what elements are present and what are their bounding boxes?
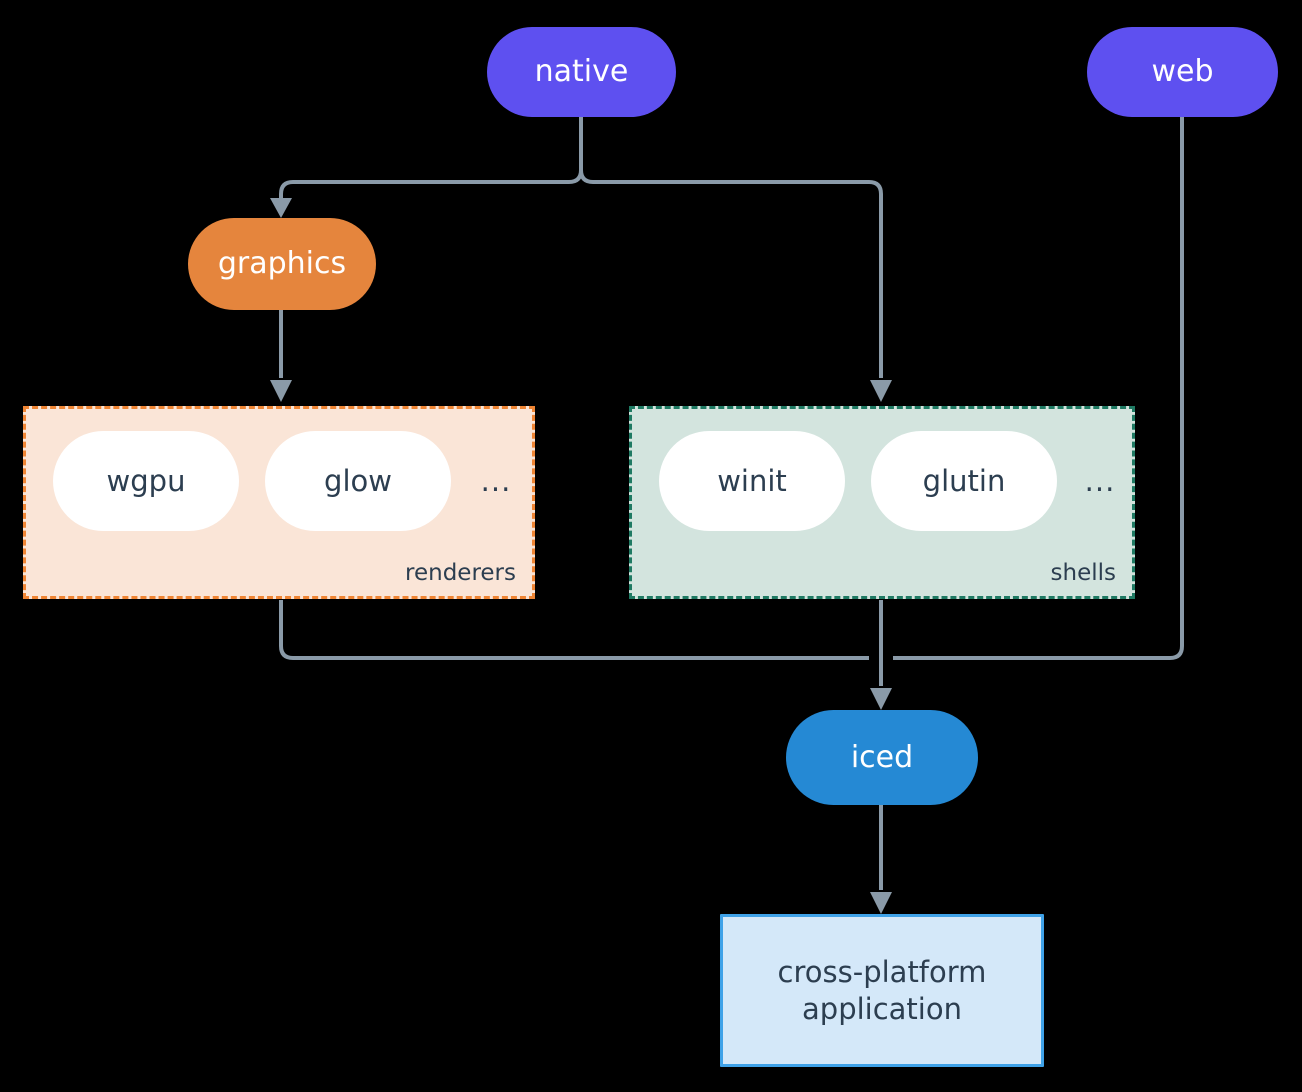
leaf-winit[interactable]: winit	[659, 431, 845, 531]
node-native-label: native	[534, 54, 629, 90]
application-line-1: cross-platform	[777, 955, 987, 990]
arrowhead-graphics	[270, 198, 292, 218]
leaf-wgpu-label: wgpu	[106, 464, 186, 498]
arrowhead-application	[870, 892, 892, 914]
leaf-glow[interactable]: glow	[265, 431, 451, 531]
renderers-ellipsis: ...	[480, 464, 512, 498]
shells-ellipsis: ...	[1084, 464, 1116, 498]
node-web-label: web	[1151, 54, 1214, 90]
edge-renderers-to-iced	[279, 600, 869, 660]
leaf-glow-label: glow	[324, 464, 392, 498]
arrowhead-shells	[870, 380, 892, 402]
leaf-wgpu[interactable]: wgpu	[53, 431, 239, 531]
group-shells-label: shells	[1050, 560, 1116, 586]
leaf-winit-label: winit	[717, 464, 787, 498]
node-graphics-label: graphics	[217, 246, 347, 282]
edge-native-to-shells	[579, 169, 883, 378]
arrowhead-iced	[870, 688, 892, 710]
leaf-glutin[interactable]: glutin	[871, 431, 1057, 531]
group-renderers-label: renderers	[405, 560, 516, 586]
node-iced-label: iced	[850, 739, 914, 775]
node-web[interactable]: web	[1087, 27, 1278, 117]
node-native[interactable]: native	[487, 27, 676, 117]
edge-native-to-graphics	[279, 169, 583, 200]
node-application[interactable]: cross-platform application	[720, 914, 1044, 1067]
node-iced[interactable]: iced	[786, 710, 978, 805]
group-renderers: wgpu glow ... renderers	[23, 406, 535, 599]
group-shells: winit glutin ... shells	[629, 406, 1135, 599]
application-line-2: application	[802, 991, 962, 1026]
node-graphics[interactable]: graphics	[188, 218, 376, 310]
leaf-glutin-label: glutin	[922, 464, 1006, 498]
arrowhead-renderers	[270, 380, 292, 402]
